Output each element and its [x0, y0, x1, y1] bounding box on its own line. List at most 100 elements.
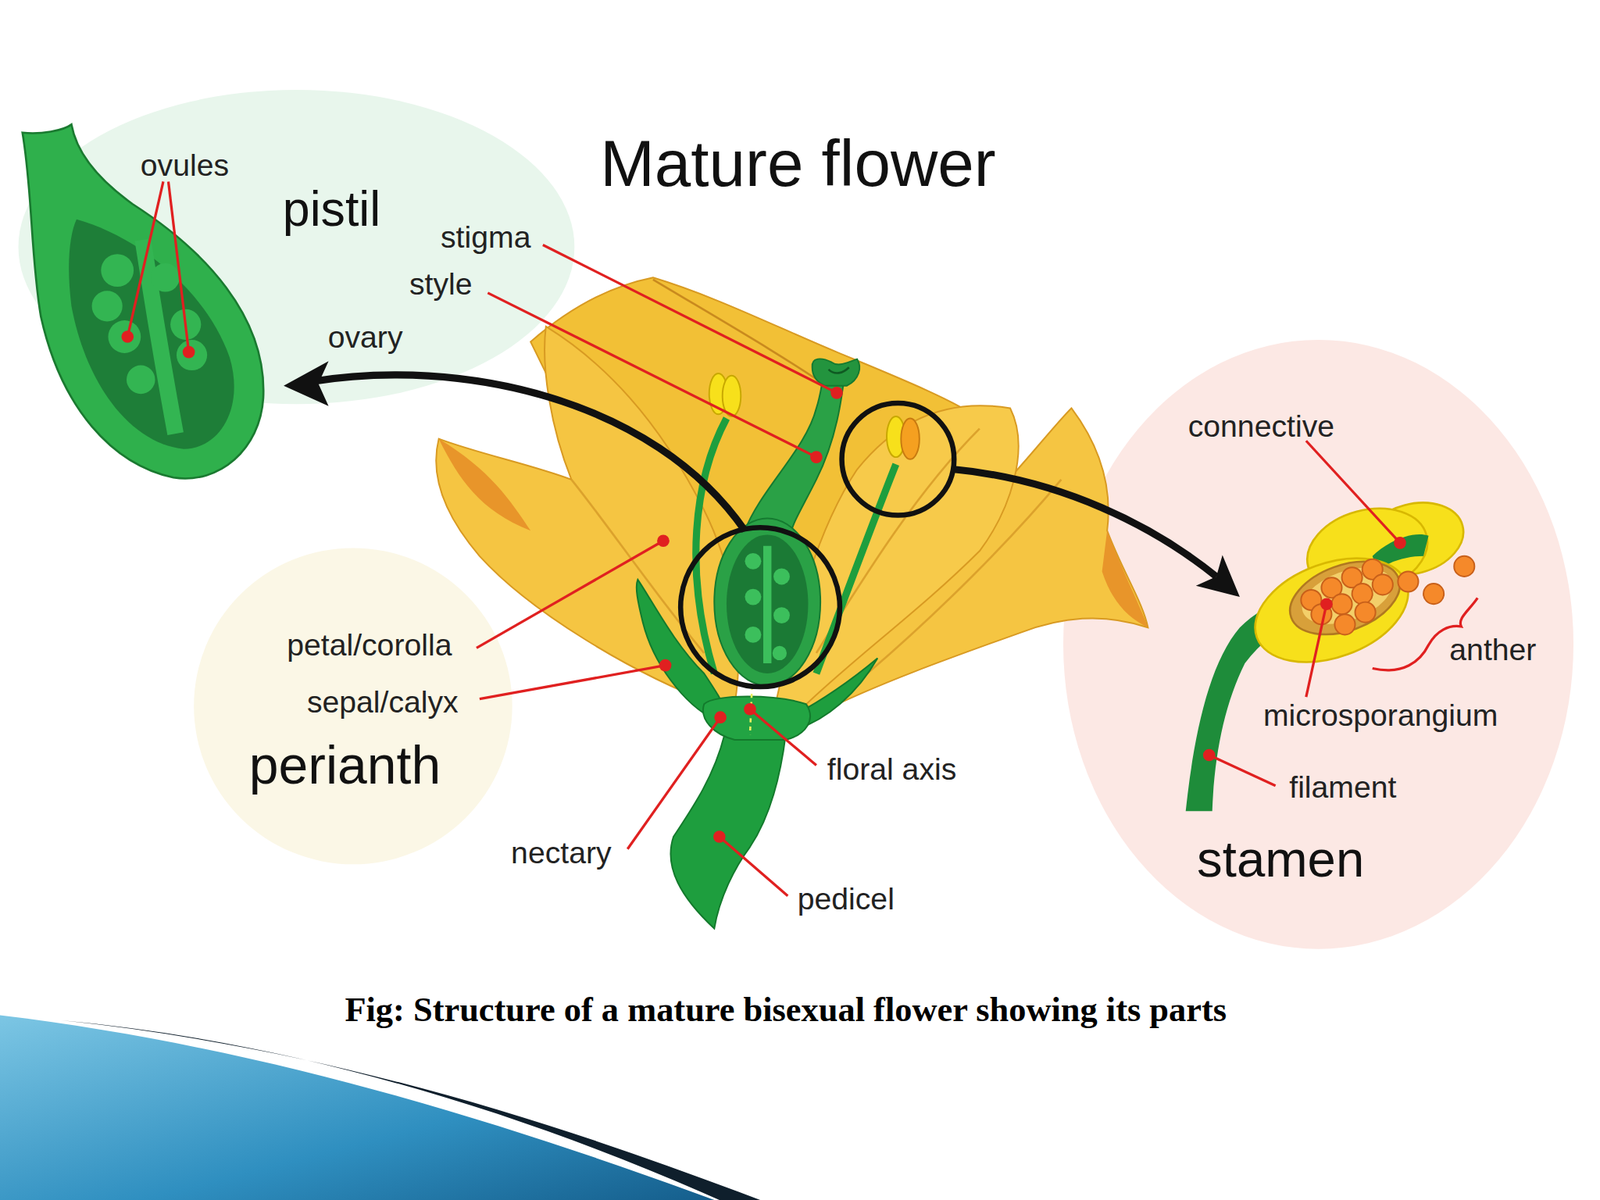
pistil-zoom	[22, 124, 264, 479]
leader-dot	[743, 703, 757, 716]
region-ellipse	[193, 547, 513, 865]
part-label: style	[409, 267, 473, 302]
leader-dot	[1203, 749, 1216, 762]
part-label: pedicel	[797, 881, 895, 916]
leader-line	[487, 292, 817, 458]
leader-line	[1306, 440, 1400, 543]
pollen-grains	[1300, 556, 1475, 636]
pollen-grain	[1342, 567, 1363, 588]
petal-vein	[867, 479, 1061, 674]
leader-line	[719, 836, 789, 897]
ovule	[744, 553, 761, 570]
pollen-grain	[1355, 602, 1376, 623]
leader-dot	[659, 659, 672, 672]
ovary-chamber	[68, 219, 234, 450]
leader-dot	[810, 450, 823, 464]
part-label: anther	[1449, 632, 1536, 668]
anther-lobe	[709, 373, 729, 415]
region-ellipse	[18, 89, 575, 404]
slide-swoosh	[0, 1015, 715, 1200]
leader-line	[1306, 603, 1327, 697]
part-label: sepal/calyx	[307, 684, 459, 719]
anther-lobe	[722, 375, 742, 417]
ovary-shape	[714, 518, 821, 686]
leader-line	[479, 665, 666, 700]
petal-crease	[653, 279, 837, 393]
ovule	[126, 365, 156, 395]
pollen-grain	[1310, 603, 1332, 625]
part-heading: perianth	[249, 734, 441, 796]
leader-dot	[714, 710, 727, 724]
petal-shade	[1102, 530, 1149, 628]
leader-dot	[830, 386, 843, 400]
part-label: petal/corolla	[286, 627, 452, 662]
zoom-circle	[842, 403, 955, 516]
leader-line	[542, 244, 837, 393]
leader-dot	[1393, 536, 1407, 550]
back-petal	[530, 277, 980, 612]
pollen-grain	[1300, 589, 1322, 611]
stamen-filament	[816, 464, 897, 674]
leader-dot	[657, 534, 670, 547]
ovule	[744, 626, 761, 643]
anther-lobe	[1240, 539, 1423, 683]
zoom-arrow	[953, 469, 1217, 577]
ovule	[773, 607, 790, 624]
petal-vein	[571, 479, 704, 654]
leader-line	[627, 717, 721, 849]
diagram-title: Mature flower	[600, 125, 996, 202]
part-label: ovules	[140, 147, 229, 183]
ovule	[744, 589, 761, 606]
region-ellipse	[1063, 339, 1574, 950]
zoom-arrow	[310, 375, 745, 531]
stamen-filament	[696, 418, 727, 675]
leader-dot	[1320, 597, 1333, 611]
pollen-grain	[1362, 559, 1383, 580]
leader-line	[127, 181, 164, 337]
leader-line	[750, 709, 817, 766]
ovule	[773, 568, 790, 586]
part-label: stigma	[440, 220, 531, 255]
stigma-groove	[828, 367, 850, 373]
part-heading: stamen	[1196, 829, 1365, 890]
stigma-shape	[812, 358, 861, 386]
part-heading: pistil	[282, 181, 381, 238]
part-label: floral axis	[827, 752, 958, 787]
sepal	[785, 657, 879, 729]
style-shape	[744, 372, 845, 536]
microsporangium-cavity	[1279, 547, 1410, 649]
arrow-head	[283, 360, 329, 406]
ovule	[150, 263, 180, 293]
arrow-head	[1196, 555, 1240, 598]
part-label: connective	[1188, 409, 1335, 444]
anther-lobe	[1354, 492, 1472, 586]
floral-axis-line	[750, 612, 756, 736]
pollen-grain	[1321, 577, 1342, 598]
front-petal	[775, 405, 1019, 715]
petal-vein	[816, 428, 980, 654]
ovule	[772, 646, 787, 661]
pollen-grain	[1372, 574, 1393, 595]
right-petal	[806, 407, 1149, 715]
leader-line	[476, 540, 664, 648]
pollen-grain	[1397, 571, 1418, 592]
ovule	[176, 339, 208, 371]
pollen-grain	[1352, 583, 1373, 604]
leader-lines	[127, 181, 1400, 896]
ovule	[100, 253, 134, 287]
receptacle	[703, 696, 811, 740]
placenta	[763, 546, 772, 664]
figure-caption: Fig: Structure of a mature bisexual flow…	[344, 990, 1227, 1030]
ovule	[107, 320, 141, 354]
leader-dot	[713, 830, 726, 843]
pollen-grain	[1453, 556, 1475, 577]
zoom-circle	[680, 527, 840, 687]
pollen-grain	[1334, 614, 1355, 635]
petal-shade	[439, 439, 532, 532]
microsporangium-cavity	[1294, 557, 1400, 636]
anther-lobe	[1297, 496, 1437, 607]
leader-line	[1209, 755, 1276, 786]
leader-dots	[121, 330, 1406, 843]
